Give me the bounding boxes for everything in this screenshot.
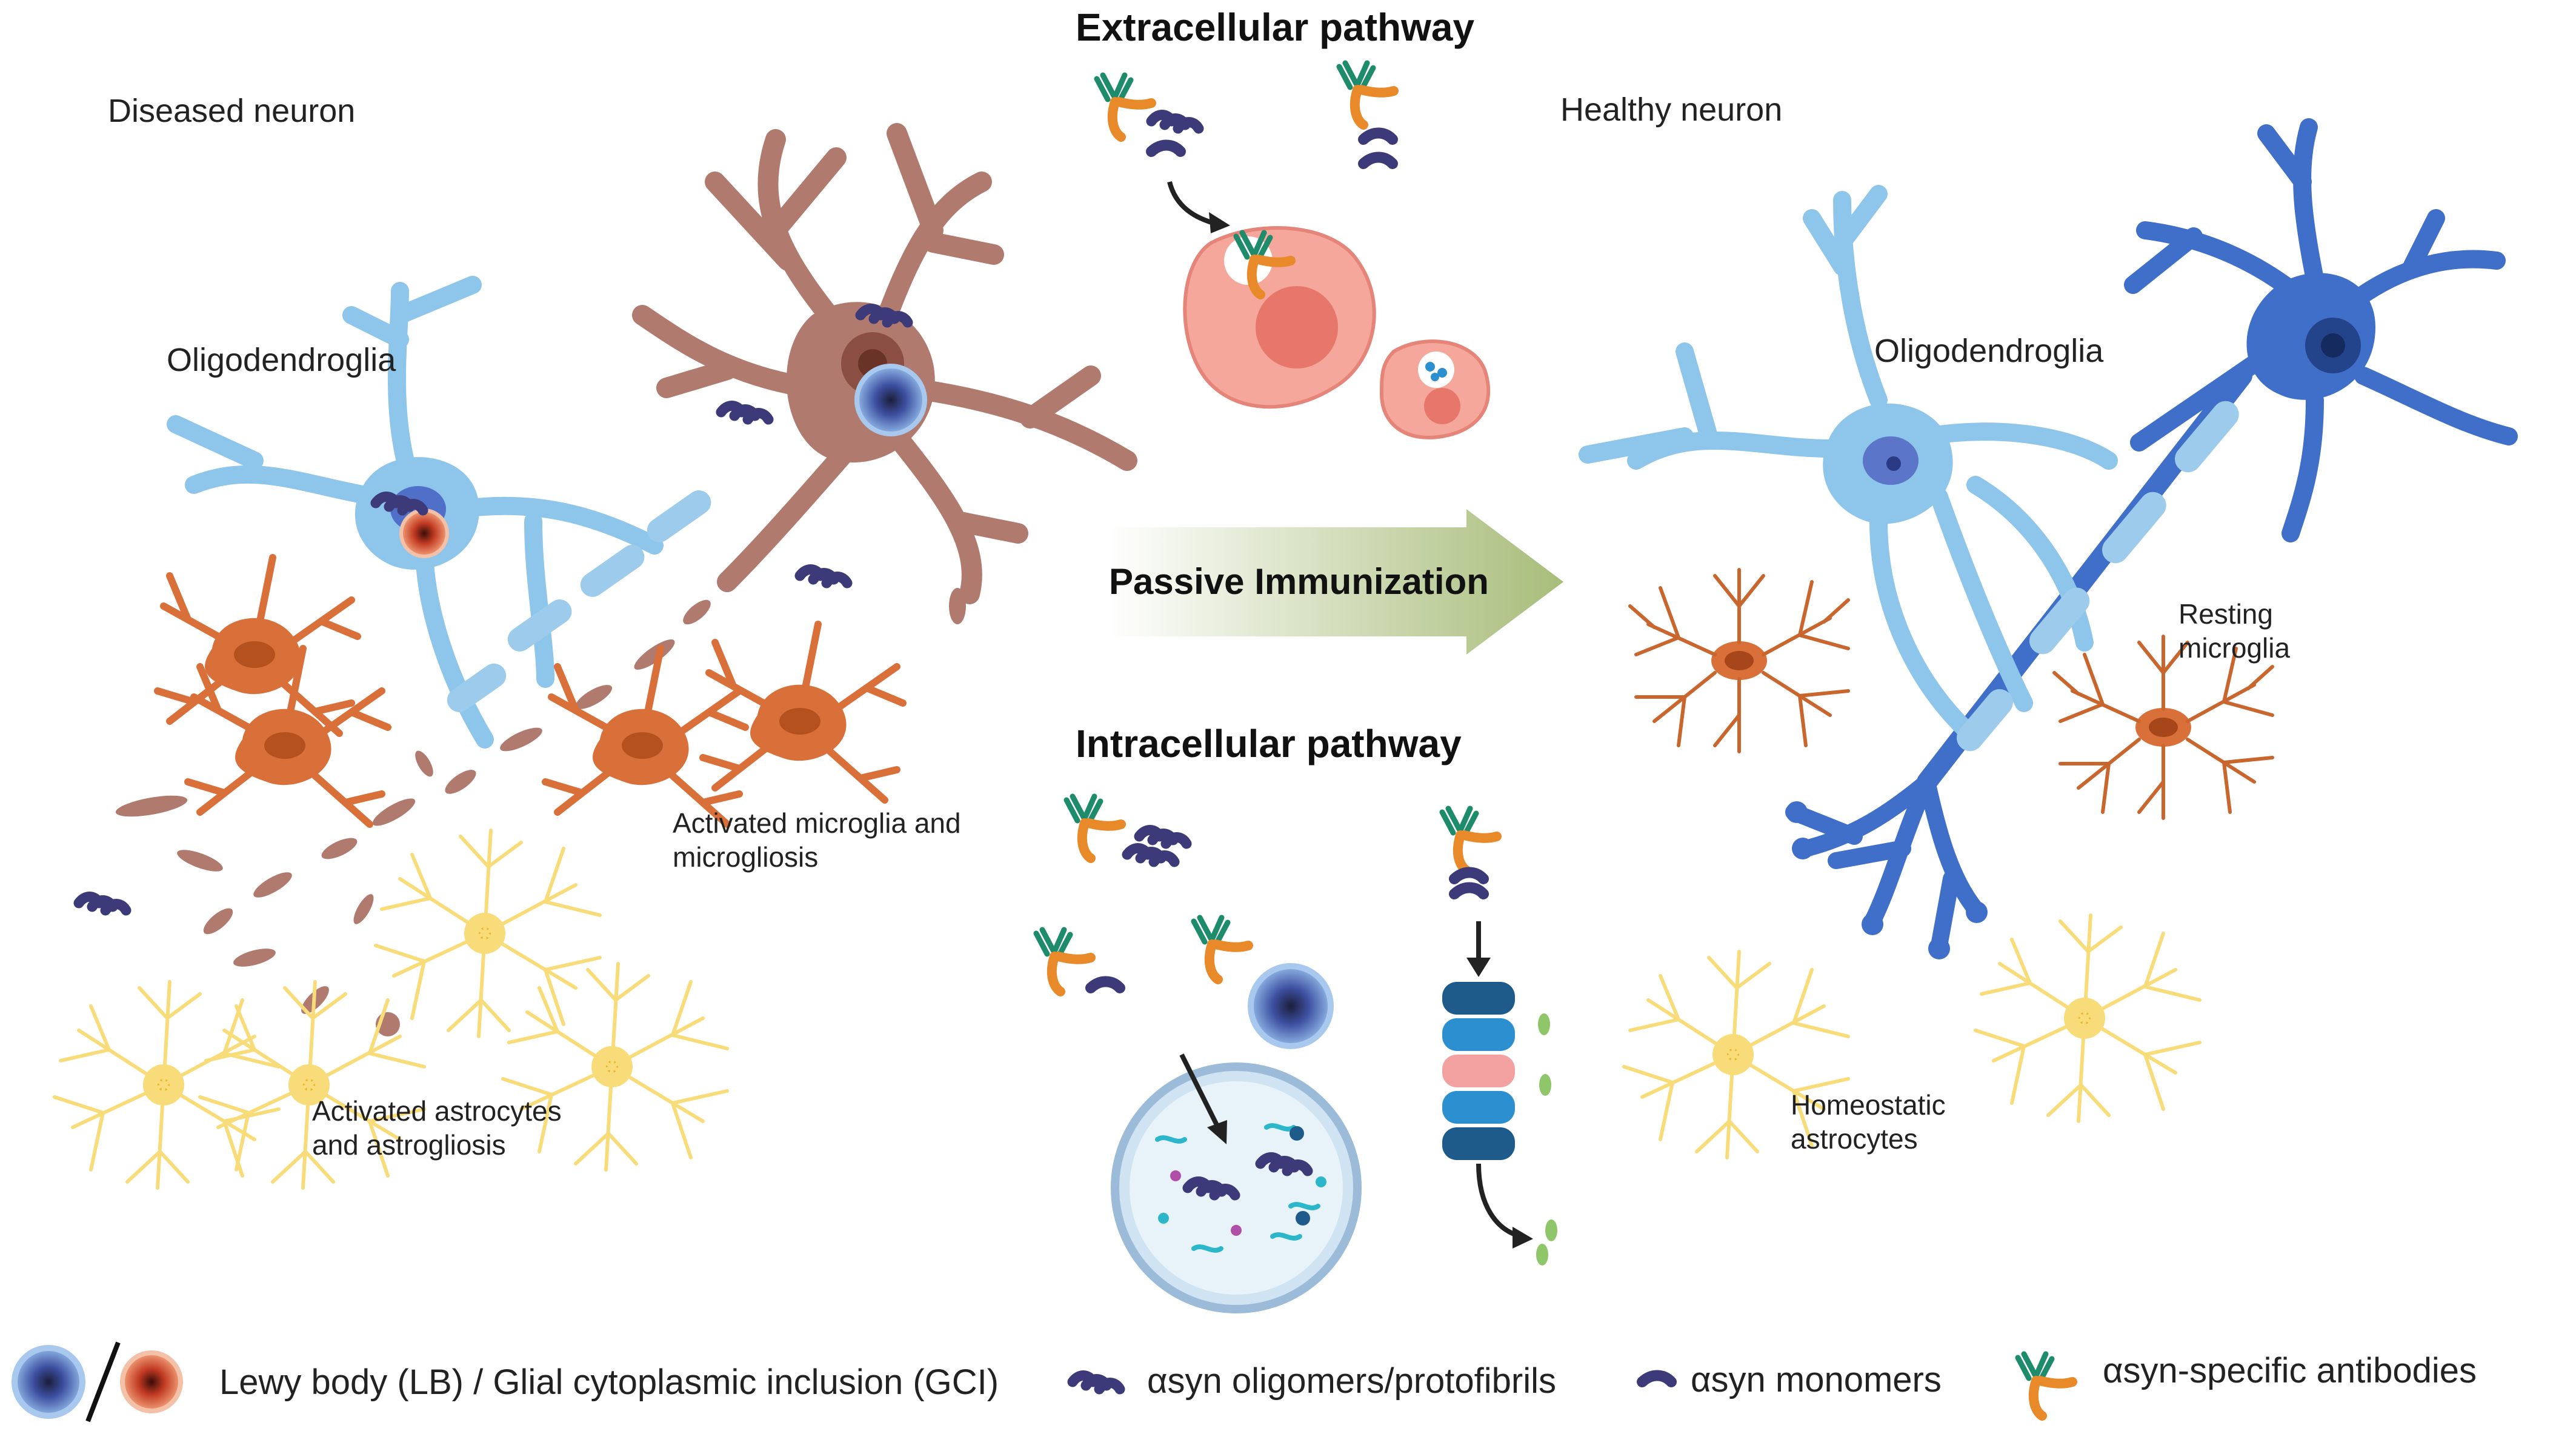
resting-microglia-group [1630,570,2272,818]
legend-antibodies-text: αsyn-specific antibodies [2103,1351,2477,1390]
diseased-neuron-illustration [632,123,1137,604]
macrophage-large [1183,226,1376,409]
lewy-body-icon [854,364,927,436]
lewy-body-icon [1248,963,1334,1049]
right-oligodendroglia-label: Oligodendroglia [1874,333,2104,369]
legend-lewy-body-text: Lewy body (LB) / Glial cytoplasmic inclu… [219,1362,999,1402]
proteasome [1442,921,1557,1266]
homeostatic-astrocytes-label: Homeostatic astrocytes [1791,1089,1946,1155]
activated-microglia-label: Activated microglia and microgliosis [673,807,961,873]
extracellular-title: Extracellular pathway [1076,5,1475,49]
healthy-oligodendroglia-illustration [1579,185,2239,752]
legend-monomers-text: αsyn monomers [1691,1360,1942,1399]
intracellular-title: Intracellular pathway [1076,722,1462,765]
activated-astrocytes-label: Activated astrocytes and astrogliosis [312,1095,562,1161]
diseased-neuron-label: Diseased neuron [108,93,356,129]
gci-legend-icon [120,1350,183,1413]
passive-immunization-label: Passive Immunization [1109,561,1489,602]
resting-microglia-label: Resting microglia [2178,598,2291,664]
macrophage-small [1379,339,1491,439]
diseased-oligodendroglia-illustration [167,276,711,749]
oligomers-legend-icon [1073,1376,1120,1390]
legend-oligomers-text: αsyn oligomers/protofibrils [1147,1361,1556,1401]
passive-immunization-arrow [1109,509,1563,655]
intracellular-antibodies [1036,796,1497,1049]
lewy-body-legend-icon [12,1345,85,1419]
gci-icon [399,509,449,558]
monomers-legend-icon [1642,1376,1671,1382]
left-oligodendroglia-label: Oligodendroglia [167,342,396,378]
legend-icons [12,1341,2072,1422]
lysosome [1111,1053,1362,1313]
healthy-neuron-label: Healthy neuron [1560,92,1783,128]
healthy-neuron-illustration [1785,118,2518,959]
extracellular-antibodies [1097,63,1394,233]
antibody-legend-icon [2018,1354,2072,1416]
